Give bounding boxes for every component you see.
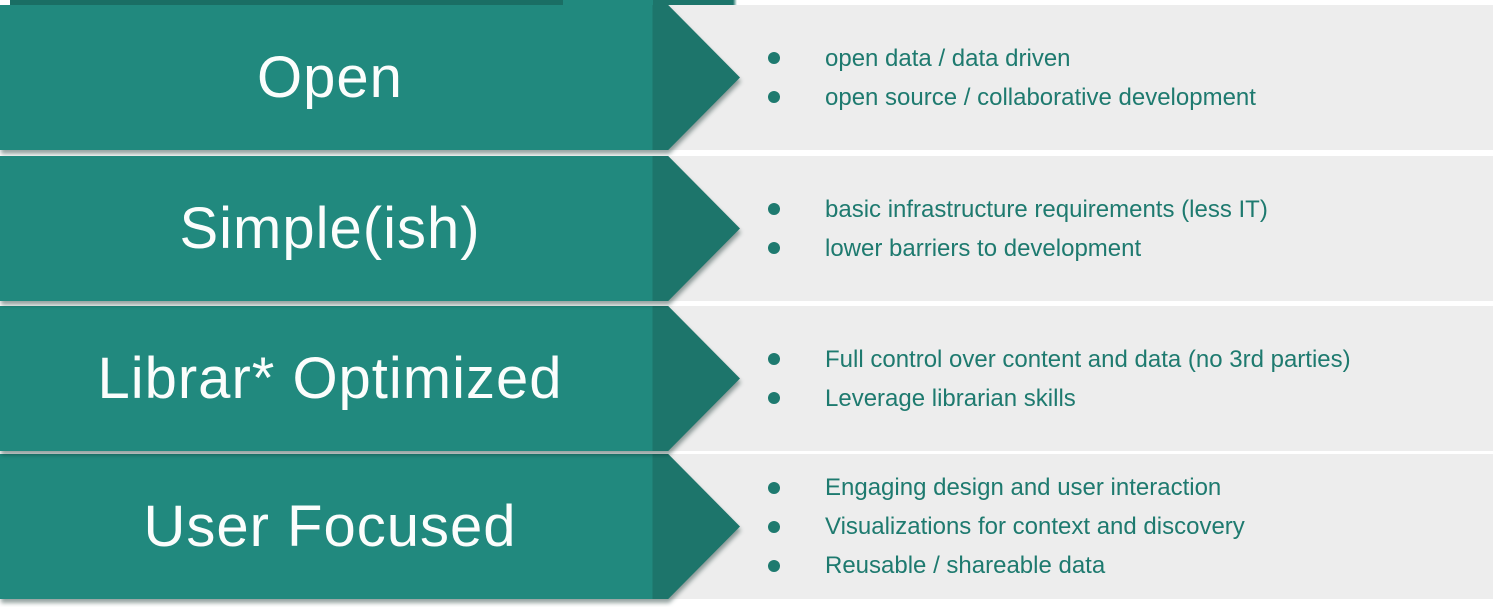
arrow-shape: Librar* Optimized: [0, 306, 740, 451]
bullet-dot-icon: [768, 203, 780, 215]
bullet-item: basic infrastructure requirements (less …: [768, 190, 1469, 229]
bullet-text: Engaging design and user interaction: [825, 474, 1222, 501]
bullet-dot-icon: [768, 52, 780, 64]
bullet-item: Full control over content and data (no 3…: [768, 340, 1469, 379]
bullet-dot-icon: [768, 520, 780, 533]
bullet-item: Reusable / shareable data: [768, 546, 1469, 585]
bullet-item: open data / data driven: [768, 39, 1469, 78]
row-open: Open open data / data driven open source…: [0, 5, 1493, 150]
arrow-banner: Librar* Optimized: [0, 306, 740, 451]
bullet-text: lower barriers to development: [825, 234, 1142, 262]
arrow-label: Librar* Optimized: [97, 346, 563, 411]
bullet-text: open source / collaborative development: [825, 83, 1256, 111]
bullet-dot-icon: [768, 392, 780, 404]
bullet-list: Full control over content and data (no 3…: [768, 306, 1469, 451]
bullet-dot-icon: [768, 242, 780, 254]
arrow-shape: Open: [0, 5, 740, 150]
bullet-list: basic infrastructure requirements (less …: [768, 156, 1469, 301]
bullet-item: Engaging design and user interaction: [768, 468, 1469, 507]
arrow-banner: User Focused: [0, 454, 740, 599]
bullet-dot-icon: [768, 353, 780, 365]
bullet-item: Leverage librarian skills: [768, 379, 1469, 418]
bullet-item: Visualizations for context and discovery: [768, 507, 1469, 546]
bullet-list: open data / data driven open source / co…: [768, 5, 1469, 150]
row-user-focused: User Focused Engaging design and user in…: [0, 454, 1493, 599]
bullet-dot-icon: [768, 91, 780, 103]
bullet-text: open data / data driven: [825, 44, 1071, 72]
bullet-text: Full control over content and data (no 3…: [825, 345, 1351, 373]
bullet-dot-icon: [768, 481, 780, 494]
arrow-shape: Simple(ish): [0, 156, 740, 301]
arrow-label: Open: [257, 45, 403, 110]
bullet-text: Visualizations for context and discovery: [825, 513, 1245, 540]
arrow-label: User Focused: [143, 494, 517, 559]
bullet-dot-icon: [768, 559, 780, 572]
bullet-item: open source / collaborative development: [768, 78, 1469, 117]
bullet-text: Leverage librarian skills: [825, 384, 1076, 412]
arrow-label: Simple(ish): [179, 196, 481, 261]
cropped-arrow-shadow-top: [0, 0, 740, 5]
bullet-list: Engaging design and user interaction Vis…: [768, 454, 1469, 599]
row-simple: Simple(ish) basic infrastructure require…: [0, 156, 1493, 301]
arrow-shape: User Focused: [0, 454, 740, 599]
row-librar-optimized: Librar* Optimized Full control over cont…: [0, 306, 1493, 451]
bullet-text: Reusable / shareable data: [825, 552, 1106, 579]
bullet-item: lower barriers to development: [768, 229, 1469, 268]
arrow-banner: Open: [0, 5, 740, 150]
arrow-banner: Simple(ish): [0, 156, 740, 301]
bullet-text: basic infrastructure requirements (less …: [825, 195, 1268, 223]
